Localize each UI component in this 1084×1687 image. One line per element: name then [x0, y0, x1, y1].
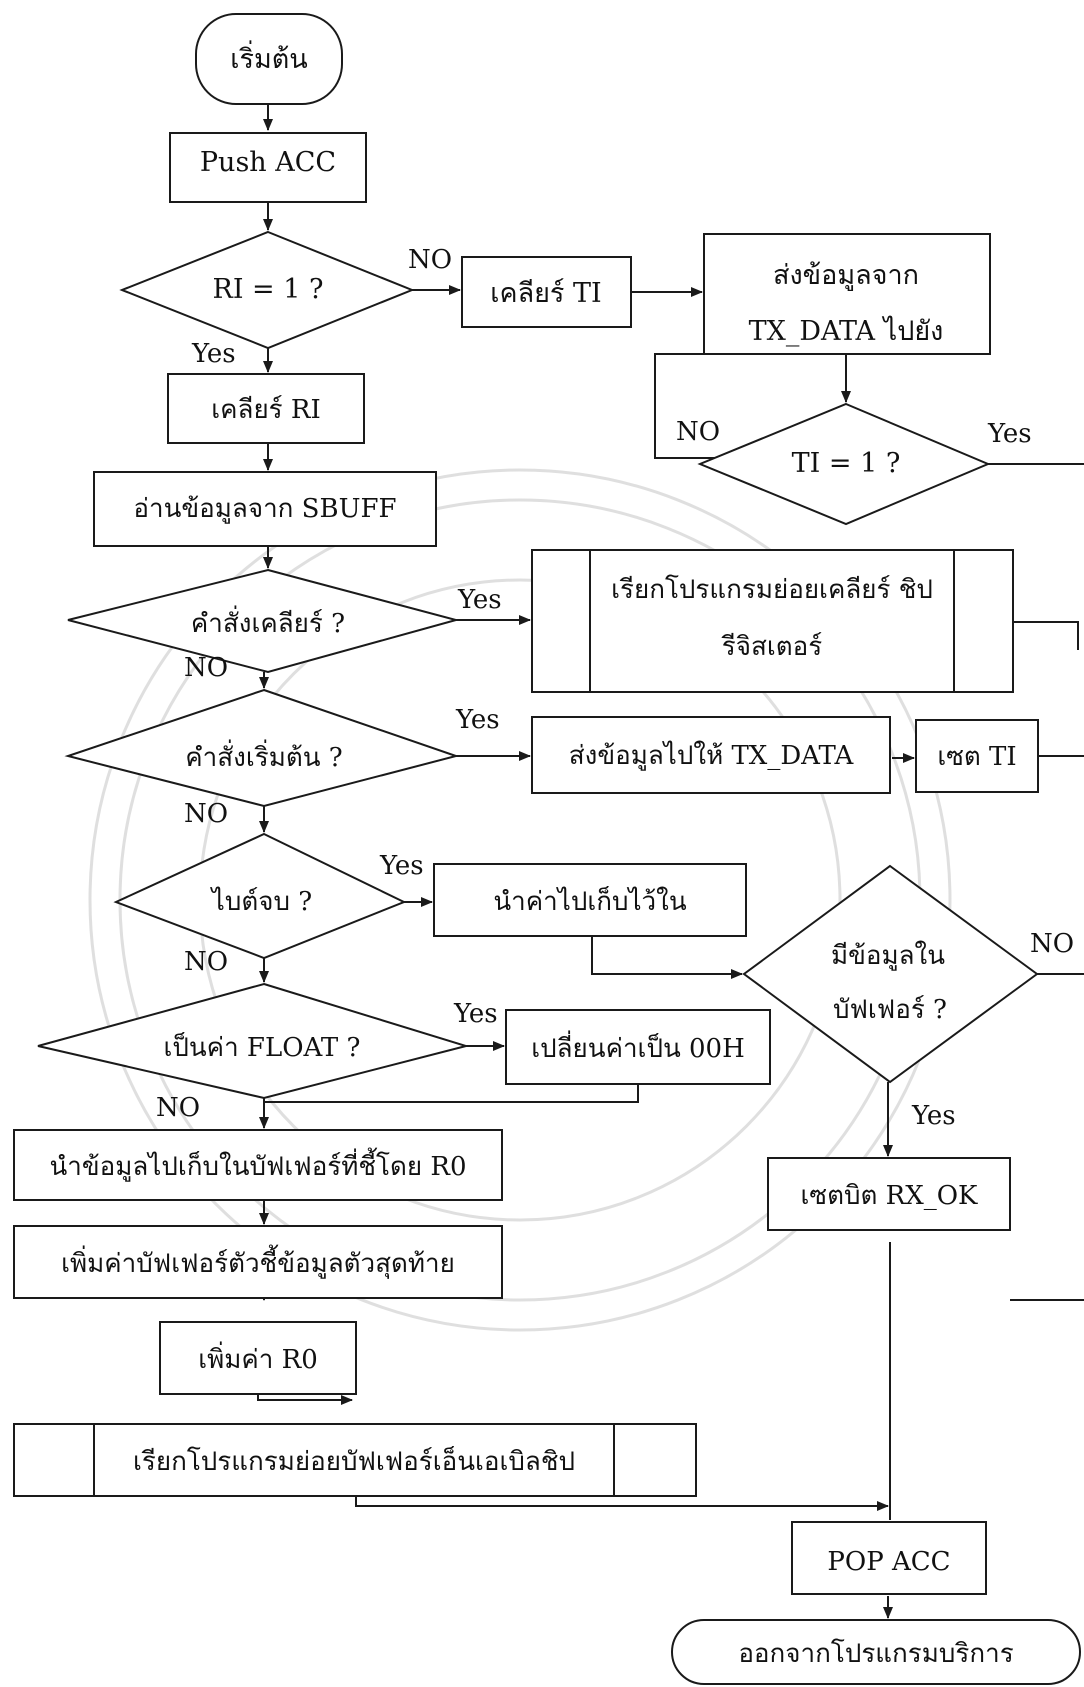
- start-node: เริ่มต้น: [195, 13, 343, 105]
- ti-check-diamond: TI = 1 ?: [697, 402, 991, 526]
- set-rx-ok-text: เซตบิต RX_OK: [801, 1181, 978, 1211]
- clear-ri-box: เคลียร์ RI: [167, 373, 365, 444]
- call-clear-line2: รีจิสเตอร์: [721, 632, 822, 662]
- start-text: เริ่มต้น: [230, 40, 308, 75]
- inc-last-ptr-box: เพิ่มค่าบัฟเฟอร์ตัวชี้ข้อมูลตัวสุดท้าย: [13, 1225, 503, 1299]
- push-acc-box: Push ACC: [169, 132, 367, 203]
- cmd-start-text: คำสั่งเริ่มต้น ?: [185, 739, 342, 773]
- inc-last-ptr-text: เพิ่มค่าบัฟเฟอร์ตัวชี้ข้อมูลตัวสุดท้าย: [61, 1244, 455, 1279]
- send-to-tx-text: ส่งข้อมูลไปให้ TX_DATA: [569, 740, 855, 771]
- label-yes-end: Yes: [379, 851, 424, 881]
- label-no-end: NO: [184, 947, 228, 977]
- store-buffer-box: นำข้อมูลไปเก็บในบัฟเฟอร์ที่ชี้โดย R0: [13, 1129, 503, 1201]
- has-data-line2: บัฟเฟอร์ ?: [833, 995, 947, 1025]
- pop-acc-text: POP ACC: [827, 1547, 950, 1577]
- label-no-buffer: NO: [1030, 929, 1074, 959]
- pop-acc-box: POP ACC: [791, 1521, 987, 1595]
- store-value-text: นำค่าไปเก็บไว้ใน: [493, 885, 686, 917]
- label-no-ti: NO: [676, 417, 720, 447]
- set-ti-text: เซต TI: [937, 742, 1016, 772]
- cmd-clear-text: คำสั่งเคลียร์ ?: [191, 605, 345, 639]
- branch-labels: NO Yes NO Yes Yes NO Yes NO Yes NO NO Ye…: [156, 245, 1074, 1131]
- label-no-ri: NO: [408, 245, 452, 275]
- connectors: [257, 104, 1084, 1619]
- ri-check-text: RI = 1 ?: [212, 274, 323, 305]
- inc-r0-box: เพิ่มค่า R0: [159, 1321, 357, 1395]
- clear-ti-text: เคลียร์ TI: [490, 277, 601, 309]
- label-no-start: NO: [184, 799, 228, 829]
- ti-check-text: TI = 1 ?: [792, 448, 901, 479]
- push-acc-text: Push ACC: [200, 147, 336, 178]
- label-no-float: NO: [156, 1093, 200, 1123]
- clear-ri-text: เคลียร์ RI: [211, 395, 321, 425]
- label-yes-ti: Yes: [987, 419, 1032, 449]
- inc-r0-text: เพิ่มค่า R0: [198, 1341, 318, 1375]
- send-tx-line1: ส่งข้อมูลจาก: [773, 260, 919, 291]
- is-float-text: เป็นค่า FLOAT ?: [164, 1031, 361, 1063]
- call-buffer-enable-text: เรียกโปรแกรมย่อยบัฟเฟอร์เอ็นเอเบิลชิป: [133, 1445, 575, 1477]
- is-float-diamond: เป็นค่า FLOAT ?: [37, 982, 470, 1100]
- change-00h-box: เปลี่ยนค่าเป็น 00H: [505, 1009, 771, 1085]
- cmd-start-diamond: คำสั่งเริ่มต้น ?: [64, 688, 460, 808]
- label-no-clear: NO: [184, 653, 228, 683]
- label-yes-start: Yes: [455, 705, 500, 735]
- exit-text: ออกจากโปรแกรมบริการ: [738, 1638, 1013, 1669]
- send-tx-box: ส่งข้อมูลจาก TX_DATA ไปยัง: [703, 233, 991, 355]
- send-tx-line2: TX_DATA ไปยัง: [749, 316, 944, 347]
- has-data-line1: มีข้อมูลใน: [831, 941, 945, 971]
- exit-node: ออกจากโปรแกรมบริการ: [671, 1619, 1081, 1685]
- has-data-diamond: มีข้อมูลใน บัฟเฟอร์ ?: [742, 864, 1039, 1084]
- store-buffer-text: นำข้อมูลไปเก็บในบัฟเฟอร์ที่ชี้โดย R0: [49, 1147, 466, 1182]
- end-byte-diamond: ไบต์จบ ?: [113, 832, 407, 960]
- call-clear-line1: เรียกโปรแกรมย่อยเคลียร์ ชิป: [611, 574, 933, 605]
- label-yes-ri: Yes: [191, 339, 236, 369]
- set-ti-box: เซต TI: [915, 719, 1039, 793]
- label-yes-clear: Yes: [457, 585, 502, 615]
- call-clear-box: เรียกโปรแกรมย่อยเคลียร์ ชิป รีจิสเตอร์: [531, 549, 1014, 693]
- store-value-box: นำค่าไปเก็บไว้ใน: [433, 863, 747, 937]
- label-yes-buffer: Yes: [911, 1101, 956, 1131]
- set-rx-ok-box: เซตบิต RX_OK: [767, 1157, 1011, 1231]
- read-sbuff-box: อ่านข้อมูลจาก SBUFF: [93, 471, 437, 547]
- end-byte-text: ไบต์จบ ?: [210, 886, 312, 917]
- clear-ti-box: เคลียร์ TI: [461, 256, 632, 328]
- call-buffer-enable-box: เรียกโปรแกรมย่อยบัฟเฟอร์เอ็นเอเบิลชิป: [13, 1423, 697, 1497]
- ri-check-diamond: RI = 1 ?: [119, 230, 415, 350]
- send-to-tx-box: ส่งข้อมูลไปให้ TX_DATA: [531, 716, 891, 794]
- change-00h-text: เปลี่ยนค่าเป็น 00H: [531, 1030, 745, 1064]
- label-yes-float: Yes: [453, 999, 498, 1029]
- cmd-clear-diamond: คำสั่งเคลียร์ ?: [67, 568, 460, 674]
- read-sbuff-text: อ่านข้อมูลจาก SBUFF: [133, 494, 396, 524]
